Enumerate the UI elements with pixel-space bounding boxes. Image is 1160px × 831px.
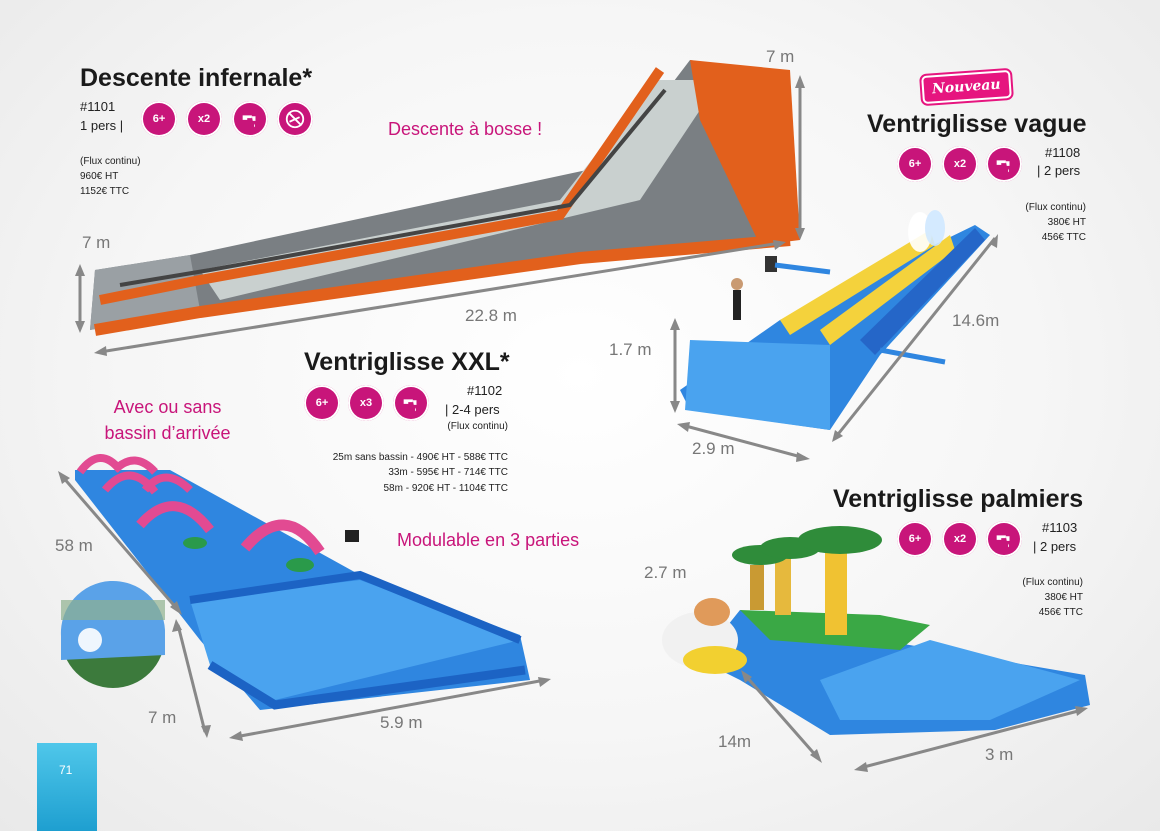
xxl-dim-length: 58 m: [55, 536, 93, 555]
palmiers-dim-width: 3 m: [985, 745, 1014, 764]
persons-icon: x2: [186, 101, 222, 137]
palmiers-price-ht: 380€ HT: [1044, 592, 1083, 603]
xxl-title: Ventriglisse XXL*: [304, 348, 510, 376]
xxl-note-modular: Modulable en 3 parties: [397, 530, 580, 550]
descente-slide-image: [90, 60, 800, 336]
xxl-option: 58m - 920€ HT - 1104€ TTC: [383, 483, 508, 494]
persons-icon: x2: [942, 521, 978, 557]
palmiers-price-ttc: 456€ TTC: [1038, 607, 1083, 618]
vague-persons: | 2 pers: [1037, 163, 1081, 178]
palmiers-dim-height: 2.7 m: [644, 563, 687, 582]
persons-icon: x3: [348, 385, 384, 421]
xxl-slide-image: [75, 454, 530, 710]
age-icon: 6+: [141, 101, 177, 137]
descente-dim-side: 7 m: [82, 233, 111, 252]
dimension-lines: [58, 75, 1088, 772]
vague-price-ttc: 456€ TTC: [1041, 232, 1086, 243]
descente-dim-length: 22.8 m: [465, 306, 517, 325]
age-icon: 6+: [304, 385, 340, 421]
descente-title: Descente infernale*: [80, 64, 313, 92]
palmiers-flux: (Flux continu): [1022, 577, 1083, 588]
age-icon: 6+: [897, 521, 933, 557]
xxl-option: 33m - 595€ HT - 714€ TTC: [388, 467, 508, 478]
descente-ref: #1101: [80, 99, 116, 114]
water-tap-icon: [986, 521, 1022, 557]
descente-price-ttc: 1152€ TTC: [80, 186, 130, 197]
xxl-dim-width: 5.9 m: [380, 713, 423, 732]
water-tap-icon: [986, 146, 1022, 182]
page-number: 71: [37, 743, 97, 831]
palmiers-slide-image: [662, 526, 1090, 735]
xxl-flux: (Flux continu): [447, 421, 508, 432]
palmiers-persons: | 2 pers: [1033, 539, 1077, 554]
descente-dim-height: 7 m: [766, 47, 795, 66]
vague-flux: (Flux continu): [1025, 202, 1086, 213]
vague-dim-height: 1.7 m: [609, 340, 652, 359]
descente-flux: (Flux continu): [80, 156, 141, 167]
xxl-note-basin: Avec ou sans bassin d’arrivée: [104, 397, 231, 443]
xxl-option: 25m sans bassin - 490€ HT - 588€ TTC: [332, 452, 508, 463]
descente-price-ht: 960€ HT: [80, 171, 119, 182]
persons-icon: x2: [942, 146, 978, 182]
vague-slide-image: [680, 210, 990, 430]
descente-tagline: Descente à bosse !: [388, 119, 543, 139]
vague-dim-width: 2.9 m: [692, 439, 735, 458]
palmiers-dim-length: 14m: [718, 732, 752, 751]
palmiers-ref: #1103: [1042, 520, 1078, 535]
age-icon: 6+: [897, 146, 933, 182]
water-tap-icon: [393, 385, 429, 421]
vague-title: Ventriglisse vague: [867, 110, 1087, 138]
no-slide-icon: [277, 101, 313, 137]
xxl-ref: #1102: [467, 383, 503, 398]
palmiers-title: Ventriglisse palmiers: [833, 485, 1084, 513]
xxl-dim-side: 7 m: [148, 708, 177, 727]
descente-persons: 1 pers |: [80, 118, 124, 133]
water-tap-icon: [232, 101, 268, 137]
xxl-photo: [60, 580, 165, 688]
vague-dim-length: 14.6m: [952, 311, 1000, 330]
xxl-persons: | 2-4 pers: [445, 402, 500, 417]
vague-ref: #1108: [1045, 145, 1081, 160]
vague-price-ht: 380€ HT: [1047, 217, 1086, 228]
